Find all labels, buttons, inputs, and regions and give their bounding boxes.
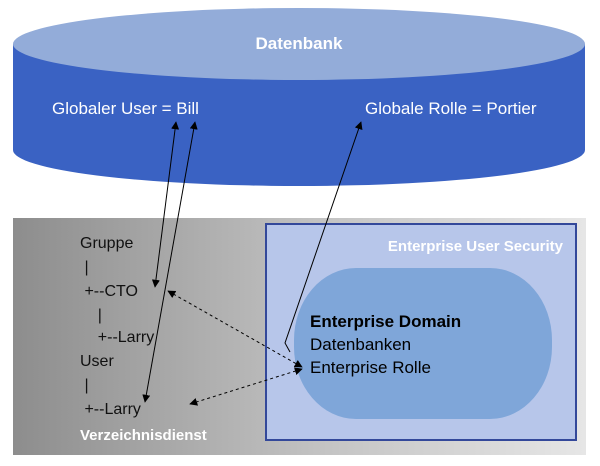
global-role-label: Globale Rolle = Portier <box>365 99 537 118</box>
enterprise-domain-title: Enterprise Domain <box>310 312 461 331</box>
directory-tree: Gruppe | +--CTO | +--Larry User | +--Lar… <box>80 235 154 418</box>
eus-title: Enterprise User Security <box>388 238 564 255</box>
database-cylinder-top <box>13 8 585 80</box>
arrow-larry-to-enterprise-role <box>189 367 303 406</box>
arrow-larry-to-global-user <box>142 121 198 403</box>
enterprise-domain-line: Datenbanken <box>310 335 411 354</box>
tree-line: +--Larry <box>80 329 154 346</box>
database-title: Datenbank <box>256 34 343 53</box>
tree-line: +--CTO <box>80 283 138 300</box>
enterprise-domain-blob <box>294 268 552 419</box>
tree-line: | <box>80 259 89 276</box>
tree-line: | <box>80 377 89 394</box>
tree-line: | <box>80 307 102 324</box>
enterprise-domain-line: Enterprise Rolle <box>310 358 431 377</box>
arrow-cto-to-enterprise-role <box>167 290 303 368</box>
tree-line: User <box>80 353 114 370</box>
directory-service-title: Verzeichnisdienst <box>80 427 207 444</box>
tree-line: +--Larry <box>80 401 141 418</box>
global-user-label: Globaler User = Bill <box>52 99 199 118</box>
tree-line: Gruppe <box>80 235 133 252</box>
